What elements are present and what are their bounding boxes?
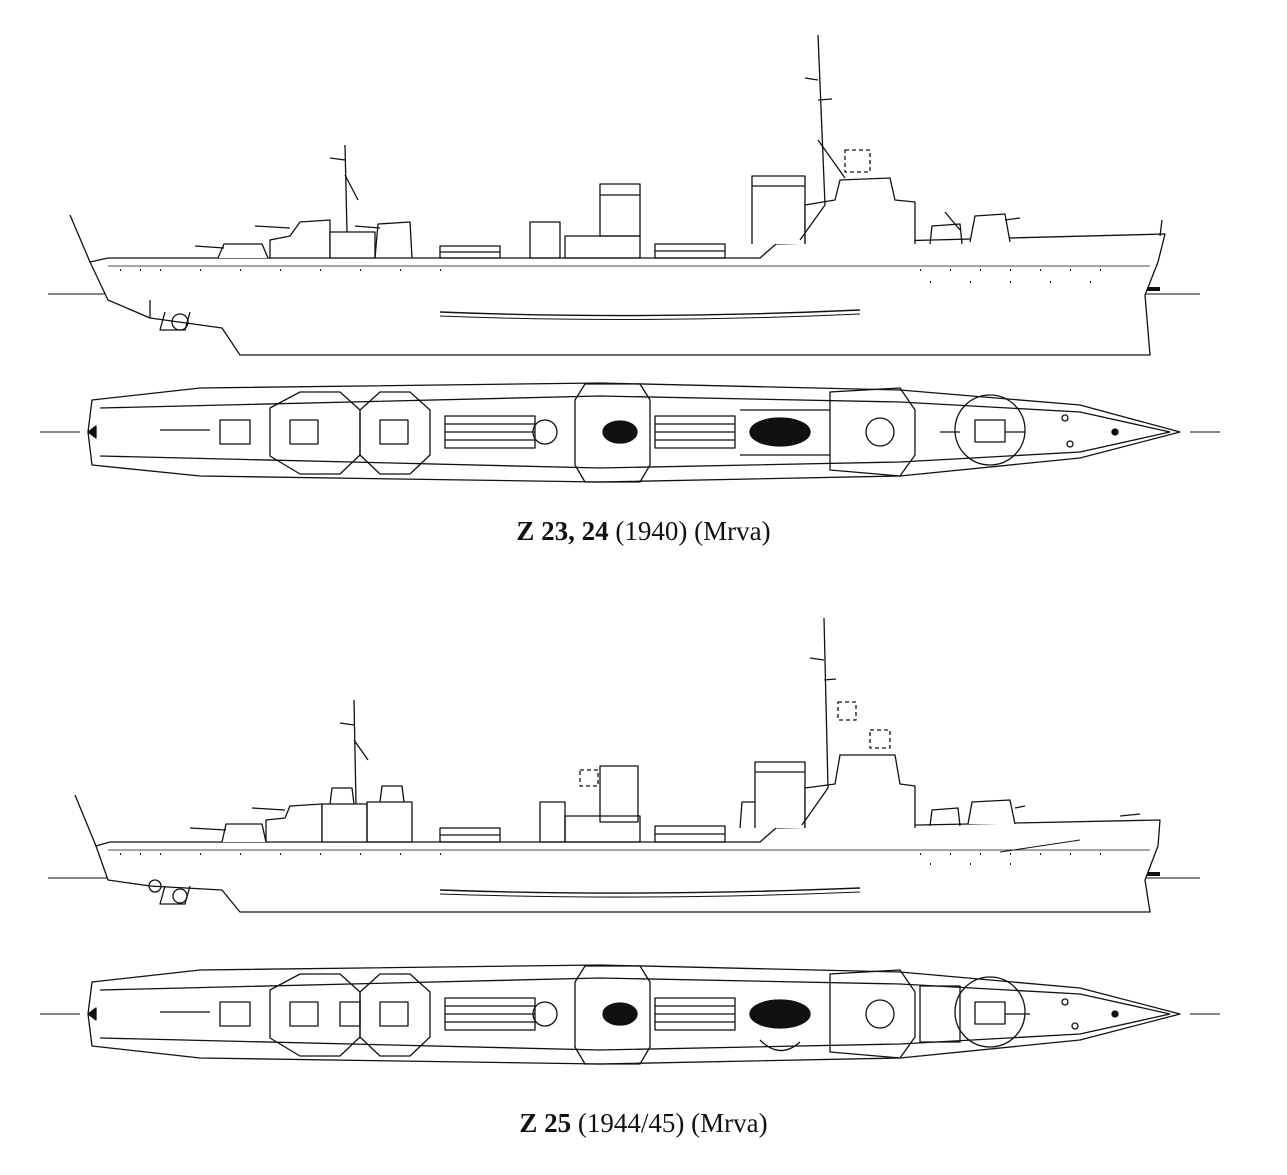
side-profile-z23	[48, 35, 1200, 355]
portholes	[120, 854, 1101, 864]
caption-z25: Z 25 (1944/45) (Mrva)	[0, 1108, 1287, 1138]
plan-view-z23	[40, 383, 1220, 482]
caption-z23-detail: (1940) (Mrva)	[608, 516, 771, 546]
caption-z23: Z 23, 24 (1940) (Mrva)	[0, 516, 1287, 546]
portholes	[120, 270, 1101, 282]
caption-z23-class: Z 23, 24	[516, 516, 609, 546]
plan-view-z25	[40, 965, 1220, 1064]
caption-z25-detail: (1944/45) (Mrva)	[571, 1108, 768, 1138]
ship-drawing-z23	[0, 0, 1287, 500]
caption-z25-class: Z 25	[519, 1108, 572, 1138]
plate-z25: Z 25 (1944/45) (Mrva)	[0, 590, 1287, 1175]
plate-z23: Z 23, 24 (1940) (Mrva)	[0, 0, 1287, 560]
ship-drawing-z25	[0, 590, 1287, 1090]
side-profile-z25	[48, 618, 1200, 912]
